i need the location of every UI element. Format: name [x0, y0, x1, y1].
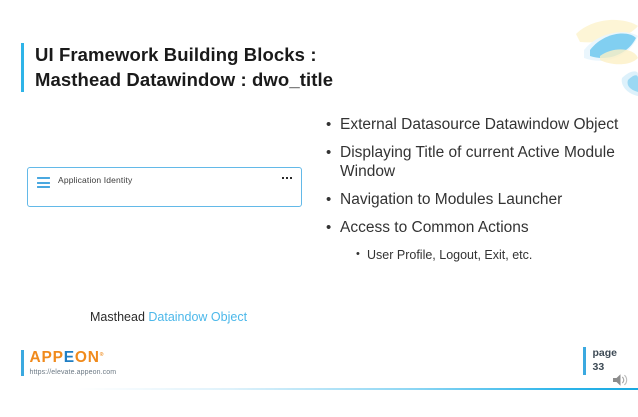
caption-highlight: Dataindow Object: [148, 310, 248, 324]
ellipsis-icon[interactable]: [281, 177, 292, 180]
speaker-icon[interactable]: [612, 372, 630, 388]
appeon-logo: APPEON® https://elevate.appeon.com: [21, 350, 116, 376]
list-item: • Navigation to Modules Launcher: [326, 191, 626, 210]
page-label: page: [592, 347, 618, 359]
logo-part-e: E: [63, 349, 75, 366]
hamburger-icon[interactable]: [37, 177, 50, 188]
logo-wordmark: APPEON®: [30, 350, 117, 366]
list-item-label: External Datasource Datawindow Object: [340, 116, 619, 133]
masthead-preview-box: Application Identity: [27, 167, 302, 207]
list-item-label: Navigation to Modules Launcher: [340, 190, 563, 208]
sub-list-item-label: User Profile, Logout, Exit, etc.: [367, 247, 533, 262]
sub-bullet-dot-icon: •: [356, 247, 360, 260]
masthead-caption: Masthead Dataindow Object: [90, 310, 247, 324]
page-value: 33: [592, 360, 605, 373]
application-identity-label: Application Identity: [58, 175, 133, 185]
bullet-dot-icon: •: [326, 190, 332, 208]
sub-list-item: • User Profile, Logout, Exit, etc.: [356, 247, 626, 263]
list-item-label: Displaying Title of current Active Modul…: [340, 143, 615, 180]
page-accent-bar: [583, 347, 586, 375]
bullet-dot-icon: •: [326, 218, 332, 236]
bullet-dot-icon: •: [326, 143, 332, 161]
footer-url[interactable]: https://elevate.appeon.com: [29, 368, 117, 376]
decorative-artwork: [576, 19, 638, 96]
bullet-dot-icon: •: [326, 116, 332, 133]
footer-divider: [0, 388, 638, 390]
list-item: • Displaying Title of current Active Mod…: [326, 144, 626, 182]
list-item: • Access to Common Actions: [326, 219, 626, 238]
title-accent-bar: [21, 43, 24, 93]
bullet-list: • External Datasource Datawindow Object …: [326, 116, 626, 263]
page-title: UI Framework Building Blocks : Masthead …: [21, 43, 334, 93]
list-item: • External Datasource Datawindow Object: [326, 116, 626, 135]
logo-accent-bar: [21, 350, 24, 376]
logo-part-app: APP: [29, 349, 64, 366]
title-text: UI Framework Building Blocks : Masthead …: [35, 44, 334, 90]
page-number: page 33: [583, 347, 617, 375]
caption-prefix: Masthead: [90, 310, 149, 324]
logo-trademark: ®: [99, 351, 104, 358]
list-item-label: Access to Common Actions: [340, 218, 529, 236]
logo-part-on: ON: [74, 349, 100, 366]
